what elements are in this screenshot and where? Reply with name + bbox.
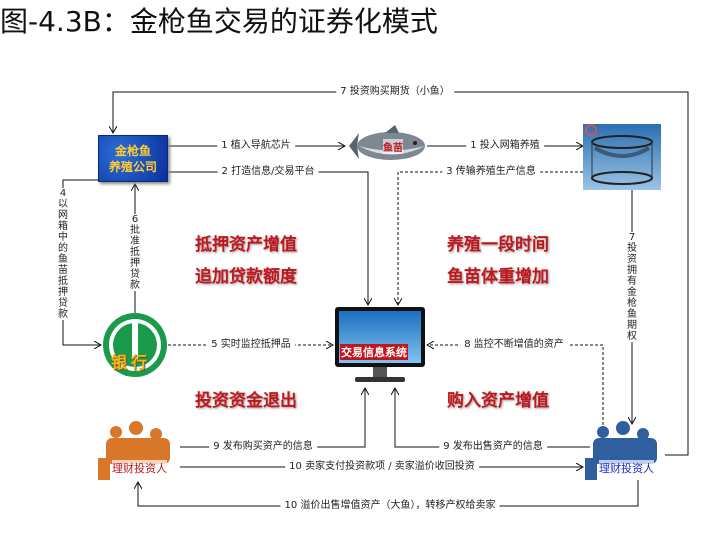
note-collateral-appreciation: 抵押资产增值 <box>195 235 297 255</box>
investor-right: 理财投资人 <box>585 420 667 480</box>
note-additional-loan: 追加贷款额度 <box>195 267 297 287</box>
fish-label: 鱼苗 <box>383 139 403 154</box>
edge-label-9b: 9 发布出售资产的信息 <box>439 441 547 453</box>
investor-left-label: 理财投资人 <box>112 460 167 476</box>
edge-label-8: 8 监控不断增值的资产 <box>460 339 568 351</box>
people-icon <box>98 421 170 480</box>
company-name-line1: 金枪鱼 <box>114 144 151 158</box>
bank-logo-stem <box>132 319 138 359</box>
investor-right-label: 理财投资人 <box>599 460 654 476</box>
page-title: 图-4.3B：金枪鱼交易的证券化模式 <box>0 5 438 38</box>
monitor-base <box>355 377 405 382</box>
trading-info-system: 交易信息系统 <box>335 307 425 385</box>
investor-left: 理财投资人 <box>98 420 180 480</box>
edge-label-1a: 1 植入导航芯片 <box>217 140 295 152</box>
edge-label-7-top: 7 投资购买期货（小鱼） <box>336 86 454 98</box>
note-investment-exit: 投资资金退出 <box>195 391 297 411</box>
tuna-farm-company: 金枪鱼 养殖公司 <box>98 135 168 182</box>
edge-label-4: 4 以网箱中的鱼苗抵押贷款 <box>57 188 69 320</box>
edge-7-top <box>113 91 689 456</box>
edge-label-10a: 10 卖家支付投资款项 / 卖家溢价收回投资 <box>285 461 479 473</box>
system-label: 交易信息系统 <box>340 344 408 360</box>
net-cage-icon <box>585 124 653 185</box>
edge-label-2: 2 打造信息/交易平台 <box>217 166 319 178</box>
tuna-fry-node: 鱼苗 <box>345 125 427 167</box>
bank-label: 银行 <box>111 353 152 372</box>
edge-label-1b: 1 投入网箱养殖 <box>466 140 544 152</box>
company-name-line2: 养殖公司 <box>108 160 157 174</box>
edge-label-9a: 9 发布购买资产的信息 <box>209 441 317 453</box>
people-icon <box>585 421 657 480</box>
note-farming-period: 养殖一段时间 <box>447 235 549 255</box>
note-asset-appreciation: 购入资产增值 <box>447 391 549 411</box>
edge-label-6: 6 批准抵押贷款 <box>129 214 141 291</box>
edge-label-5: 5 实时监控抵押品 <box>207 339 295 351</box>
net-cage-node <box>583 124 661 190</box>
bank-node: 银行 <box>103 313 167 377</box>
edge-label-3: 3 传输养殖生产信息 <box>442 166 540 178</box>
monitor-stand <box>373 367 387 377</box>
note-weight-gain: 鱼苗体重增加 <box>447 267 549 287</box>
edge-label-7-right: 7 投资拥有金枪鱼期权 <box>626 232 638 342</box>
edge-label-10b: 10 溢价出售增值资产（大鱼），转移产权给卖家 <box>280 500 500 512</box>
